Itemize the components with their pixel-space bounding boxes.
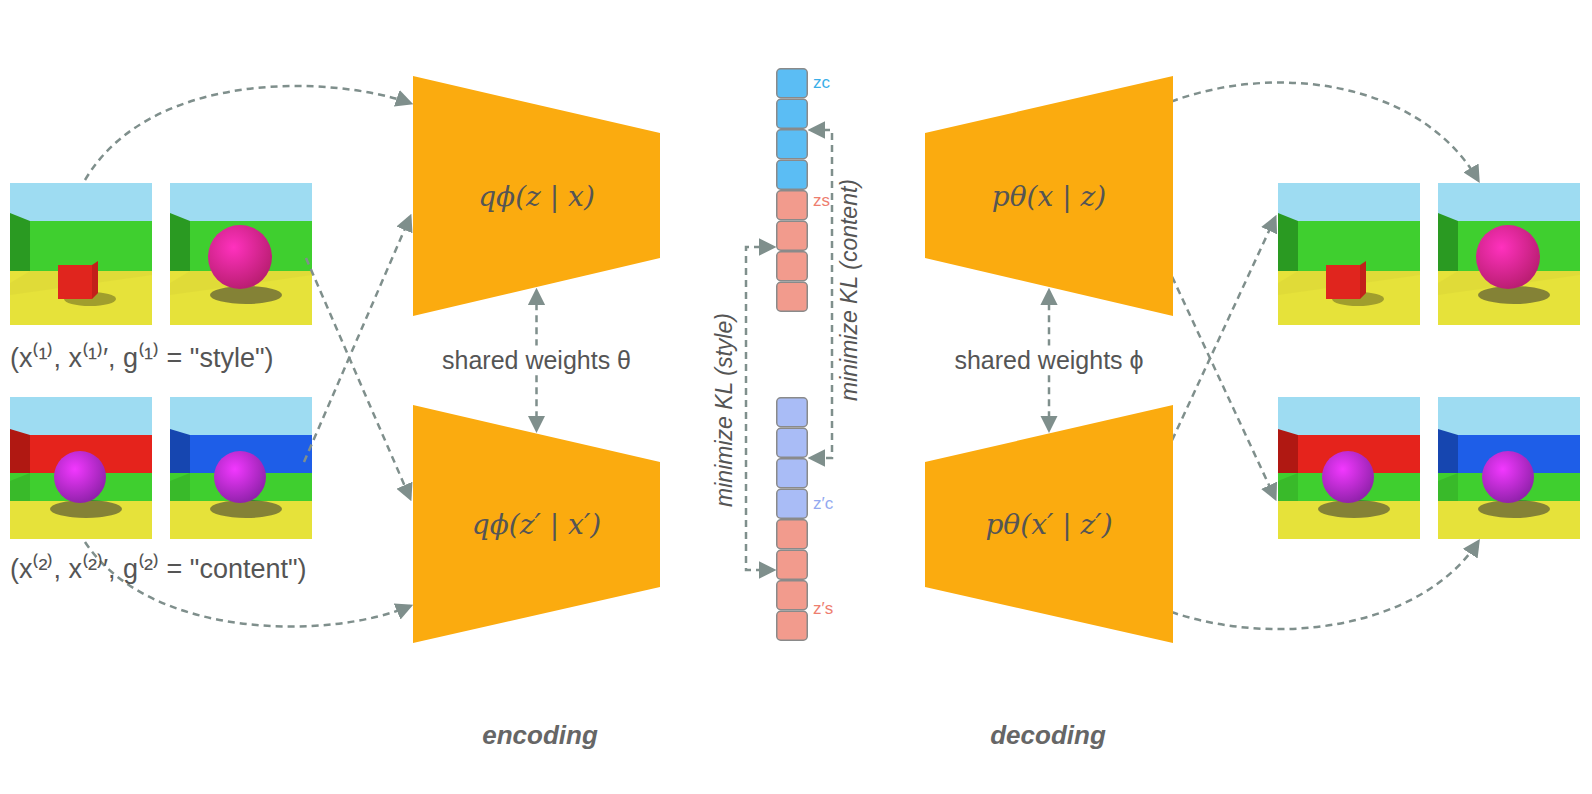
network-trapezoid: qϕ(z′ | x′) [413,405,660,643]
stage-label: decoding [990,720,1106,751]
pair-label: (x⁽²⁾, x⁽²⁾′, g⁽²⁾ = "content") [10,549,307,586]
edge-label: minimize KL (content) [836,175,863,405]
network-trapezoid: pθ(x′ | z′) [925,405,1173,643]
scene-image [1278,183,1420,325]
scene-image [170,397,312,539]
scene-image [10,397,152,539]
latent-vector: z′cz′s [776,397,808,641]
latent-vector: zczs [776,68,808,312]
pair-label: (x⁽¹⁾, x⁽¹⁾′, g⁽¹⁾ = "style") [10,338,274,375]
latent-label: zs [813,191,830,211]
scene-image [1438,397,1580,539]
dashed-connector [746,247,773,570]
data-flow-arrows [85,83,1478,630]
latent-label: zc [813,73,830,93]
vector-cells [776,397,810,643]
distribution-label: qϕ(z′ | x′) [472,508,601,541]
distribution-label: pθ(x′ | z′) [985,508,1112,541]
scene-image [170,183,312,325]
vector-cells [776,68,810,314]
edge-label: minimize KL (style) [711,309,738,511]
stage-label: encoding [482,720,598,751]
edge-label: shared weights θ [438,346,635,375]
network-trapezoid: qϕ(z | x) [413,76,660,316]
distribution-label: pθ(x | z) [992,180,1106,213]
network-trapezoid: pθ(x | z) [925,76,1173,316]
distribution-label: qϕ(z | x) [478,180,595,213]
latent-label: z′s [813,599,833,619]
scene-image [1278,397,1420,539]
scene-image [10,183,152,325]
dashed-connector [811,130,832,458]
latent-label: z′c [813,494,833,514]
edge-label: shared weights ϕ [950,346,1147,375]
scene-image [1438,183,1580,325]
